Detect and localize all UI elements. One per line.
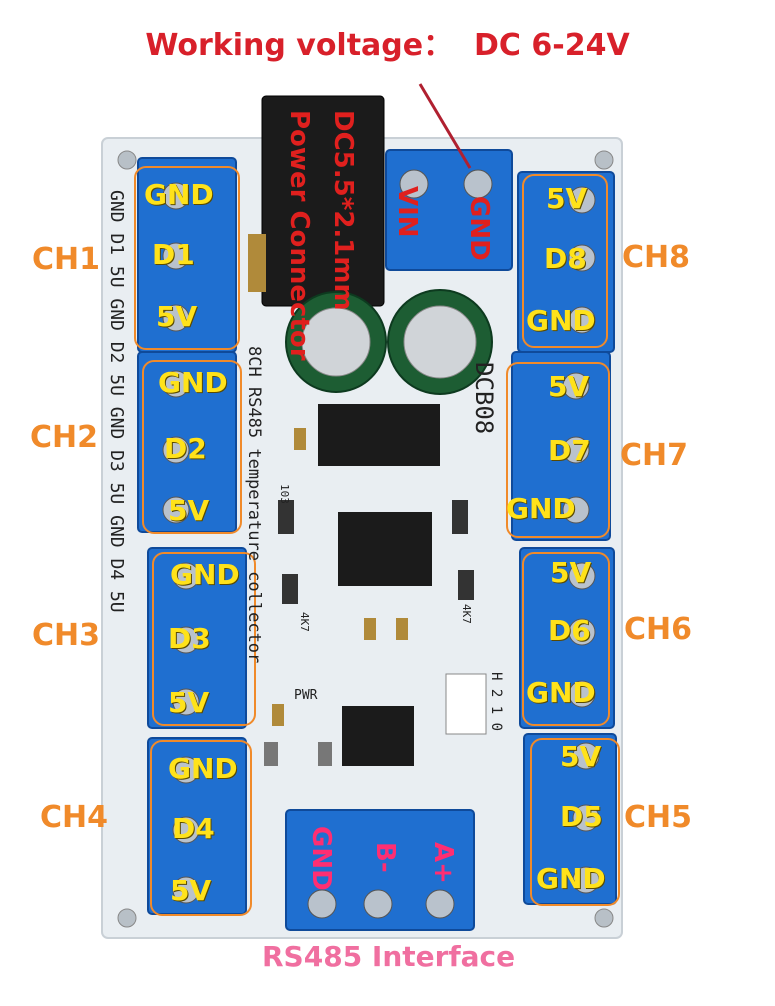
pin-label: GND (158, 366, 228, 399)
channel-box-ch6 (522, 552, 610, 726)
pin-label: GND (506, 492, 576, 525)
ic-chip (342, 706, 414, 766)
leader-line (418, 83, 472, 169)
channel-box-ch5 (530, 738, 620, 906)
pin-label: GND (170, 558, 240, 591)
channel-label-ch3: CH3 (32, 618, 100, 653)
rs485-pin-a: A+ (428, 842, 458, 884)
pin-label: 5V (168, 686, 210, 719)
rs485-interface-label: RS485 Interface (262, 940, 516, 973)
rs485-pin-b: B- (370, 842, 400, 873)
pin-label: D2 (164, 432, 207, 465)
pin-label: 5V (546, 182, 588, 215)
dc-power-jack (261, 95, 385, 307)
silkscreen-left-edge: GND D1 5U GND D2 5U GND D3 5U GND D4 5U (106, 190, 127, 613)
channel-label-ch5: CH5 (624, 800, 692, 835)
channel-label-ch1: CH1 (32, 242, 100, 277)
pin-label: 5V (548, 370, 590, 403)
pin-label: GND (536, 862, 606, 895)
channel-label-ch4: CH4 (40, 800, 108, 835)
channel-box-ch8 (522, 174, 608, 348)
pin-label: GND (526, 304, 596, 337)
pin-label: 5V (170, 874, 212, 907)
terminal-screws (162, 182, 600, 904)
page-title: Working voltage： DC 6-24V (145, 28, 630, 63)
silkscreen-model: DCB08 (470, 362, 498, 435)
pin-label: 5V (156, 300, 198, 333)
pin-label: GND (144, 178, 214, 211)
silkscreen-jumper: H 2 1 0 (488, 672, 504, 732)
pin-label: D5 (560, 800, 603, 833)
pin-label: D7 (548, 434, 591, 467)
channel-label-ch8: CH8 (622, 240, 690, 275)
mount-hole-icon (117, 908, 137, 928)
pin-label: D4 (172, 812, 215, 845)
channel-label-ch7: CH7 (620, 438, 688, 473)
silkscreen-res: 4K7 (460, 604, 473, 624)
channel-box-ch4 (150, 740, 252, 916)
capacitors (285, 289, 493, 395)
channel-box-ch7 (506, 362, 610, 538)
pin-label: GND (526, 676, 596, 709)
mount-hole-icon (594, 908, 614, 928)
channel-label-ch2: CH2 (30, 420, 98, 455)
pin-label: D3 (168, 622, 211, 655)
pin-label: GND (168, 752, 238, 785)
channel-box-ch3 (152, 552, 256, 726)
mount-hole-icon (117, 150, 137, 170)
rs485-pin-gnd: GND (306, 826, 336, 891)
ic-chip (338, 512, 432, 586)
pin-label: D1 (152, 238, 195, 271)
power-connector-label: Power Connector (284, 110, 314, 361)
pin-label: 5V (550, 556, 592, 589)
vin-label: VIN (392, 186, 422, 238)
channel-box-ch1 (134, 166, 240, 350)
smd-components (264, 428, 487, 766)
mount-hole-icon (594, 150, 614, 170)
silkscreen-board-text: 8CH RS485 temperature collector (244, 346, 264, 664)
pin-label: D6 (548, 614, 591, 647)
channel-label-ch6: CH6 (624, 612, 692, 647)
channel-box-ch2 (142, 360, 242, 534)
pin-label: 5V (560, 740, 602, 773)
silkscreen-res: 4K7 (298, 612, 311, 632)
silkscreen-res: 103 (278, 484, 291, 504)
pin-label: 5V (168, 494, 210, 527)
pin-label: D8 (544, 242, 587, 275)
vin-gnd-label: GND (464, 196, 494, 261)
silkscreen-pwr: PWR (294, 688, 318, 703)
power-connector-size: DC5.5*2.1mm (328, 110, 358, 311)
voltage-regulator (318, 404, 440, 466)
